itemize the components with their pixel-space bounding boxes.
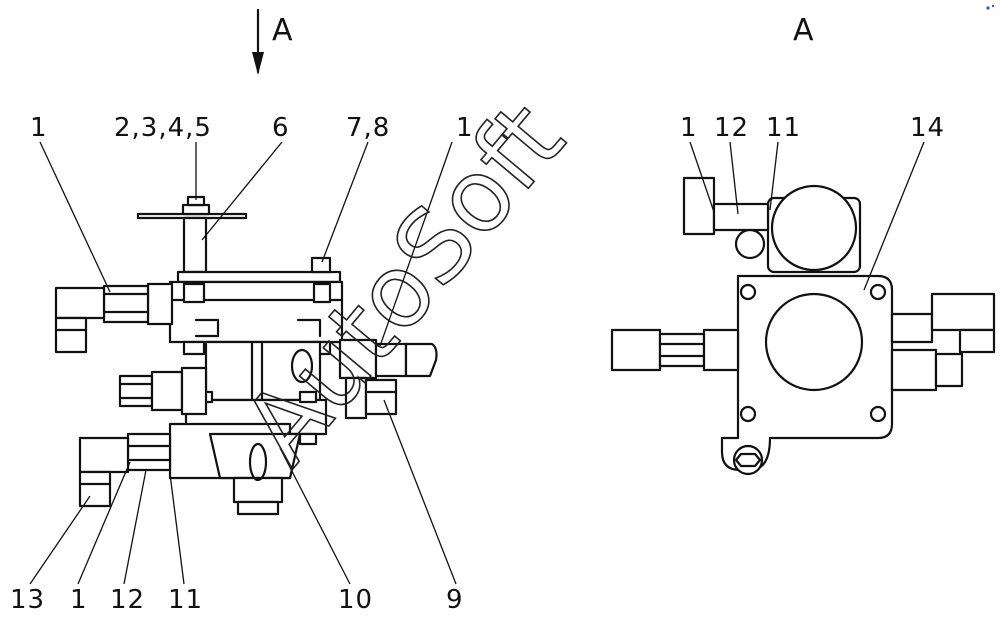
callout-11-bottom: 11	[168, 585, 203, 615]
callout-11-right-view: 11	[766, 113, 801, 143]
right-assembly	[610, 176, 996, 476]
callout-13: 13	[10, 585, 45, 615]
corner-mark	[986, 4, 995, 10]
right-leaders	[689, 141, 925, 291]
view-arrow-a	[252, 8, 264, 75]
callout-1-right-view: 1	[680, 113, 698, 143]
callout-2345: 2,3,4,5	[114, 113, 212, 143]
callout-10: 10	[338, 585, 373, 615]
callout-78: 7,8	[346, 113, 390, 143]
callout-1-bottom: 1	[70, 585, 88, 615]
left-assembly	[54, 195, 438, 516]
callout-1-top-left: 1	[30, 113, 48, 143]
left-view-title: A	[272, 13, 293, 48]
callout-9: 9	[446, 585, 464, 615]
callout-12-right-view: 12	[714, 113, 749, 143]
callout-14: 14	[910, 113, 945, 143]
callout-12-bottom: 12	[110, 585, 145, 615]
callout-1-top-right: 1	[456, 113, 474, 143]
right-view-title: A	[793, 13, 814, 48]
left-leaders	[29, 141, 457, 585]
callout-6: 6	[272, 113, 290, 143]
